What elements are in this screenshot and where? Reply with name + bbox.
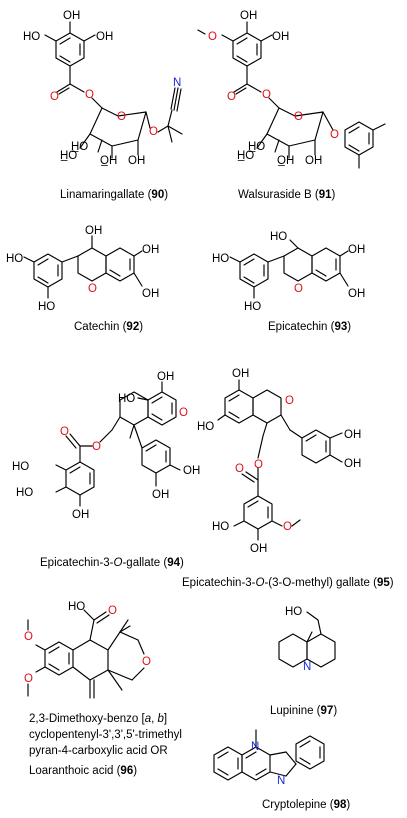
atom-oh: O̲H (277, 155, 294, 167)
atom-ho: HO (12, 461, 29, 473)
caption-96-line4: Loaranthoic acid (96) (29, 765, 137, 777)
atom-n: N (277, 775, 285, 787)
atom-oh: OH (344, 458, 361, 470)
atom-ho: HO (38, 301, 55, 313)
atom-o: O (227, 91, 236, 103)
atom-oh: OH (250, 543, 267, 555)
atom-o: O (85, 89, 94, 101)
atom-n: N (303, 661, 311, 673)
atom-ho: HO (6, 253, 23, 265)
atom-o: O (235, 463, 244, 475)
atom-o: O (50, 91, 59, 103)
atom-oh: O̲H (100, 155, 117, 167)
atom-o: O (60, 426, 69, 438)
structure-91: OH OH O O O O O H̲O H̲O O̲H OH (197, 10, 386, 169)
caption-96-line1: 2,3-Dimethoxy-benzo [a, b] (29, 713, 167, 725)
atom-o: O (262, 89, 271, 101)
atom-o: O (285, 395, 294, 407)
atom-oh: OH (128, 155, 145, 167)
caption-96-line3: pyran-4-carboxylic acid OR (29, 745, 168, 757)
caption-91: Walsuraside B (91) (238, 189, 336, 201)
atom-ho: H̲O (60, 150, 77, 162)
atom-o: O (254, 459, 263, 471)
caption-98: Cryptolepine (98) (262, 799, 350, 811)
atom-o: O (294, 283, 303, 295)
structure-97: HO N (278, 606, 336, 673)
atom-o: O (179, 407, 188, 419)
atom-oh: OH (63, 10, 80, 22)
atom-o: O (117, 111, 126, 123)
atom-o: O (294, 111, 303, 123)
atom-n: N (251, 741, 259, 753)
atom-oh: OH (96, 31, 113, 43)
atom-o: O (24, 673, 33, 685)
caption-90: Linamaringallate (90) (60, 189, 168, 201)
caption-97: Lupinine (97) (270, 705, 337, 717)
atom-o: O (88, 283, 97, 295)
atom-oh: OH (152, 489, 169, 501)
atom-ho: H̲O (248, 141, 265, 153)
atom-o: O (330, 129, 339, 141)
atom-oh: OH (272, 31, 289, 43)
atom-oh: OH (85, 225, 102, 237)
atom-o: O (283, 521, 292, 533)
atom-o: O (108, 605, 117, 617)
atom-o: O (142, 656, 151, 668)
atom-ho: HO (244, 301, 261, 313)
atom-oh: OH (348, 288, 365, 300)
atom-ho: H̲O (71, 141, 88, 153)
atom-o: O (149, 126, 158, 138)
structure-94: OH HO O O O HO HO OH OH OH (12, 371, 200, 521)
atom-oh: OH (344, 429, 361, 441)
structure-92: HO HO OH O OH OH (6, 225, 159, 313)
atom-ho: HO (16, 487, 33, 499)
atom-o: O (92, 441, 101, 453)
atom-oh: OH (232, 368, 249, 380)
atom-n: N (173, 77, 181, 89)
atom-oh: OH (183, 465, 200, 477)
atom-ho: HO (270, 231, 287, 243)
atom-oh: OH (348, 244, 365, 256)
caption-96-line2: cyclopentenyl-3',3',5'-trimethyl (29, 729, 182, 741)
atom-ho: H̲O (237, 150, 254, 162)
caption-92: Catechin (92) (74, 321, 143, 333)
atom-ho: HO (197, 421, 214, 433)
structure-96: O O HO O O (24, 601, 151, 699)
atom-o: O (24, 631, 33, 643)
caption-95: Epicatechin-3-O-(3-O-methyl) gallate (95… (182, 577, 394, 589)
atom-oh: OH (72, 509, 89, 521)
atom-ho: HO (212, 253, 229, 265)
atom-ho: HO (23, 31, 40, 43)
atom-ho: HO (118, 393, 135, 405)
atom-o: O (208, 31, 217, 43)
structure-93: HO HO HO O OH OH (212, 231, 365, 313)
atom-ho: HO (285, 606, 302, 618)
caption-93: Epicatechin (93) (268, 321, 351, 333)
structure-95: OH HO O O O OH OH HO OH O (197, 368, 361, 555)
atom-oh: OH (240, 10, 257, 22)
atom-oh: OH (305, 155, 322, 167)
atom-oh: OH (142, 244, 159, 256)
atom-oh: OH (142, 288, 159, 300)
atom-oh: OH (157, 371, 174, 383)
caption-94: Epicatechin-3-O-gallate (94) (40, 557, 184, 569)
atom-ho: HO (212, 521, 229, 533)
structure-90: OH OH HO O O O O N H̲O H̲O O̲H OH (23, 10, 183, 167)
atom-ho: HO (68, 601, 85, 613)
structure-98: N N (213, 729, 325, 787)
